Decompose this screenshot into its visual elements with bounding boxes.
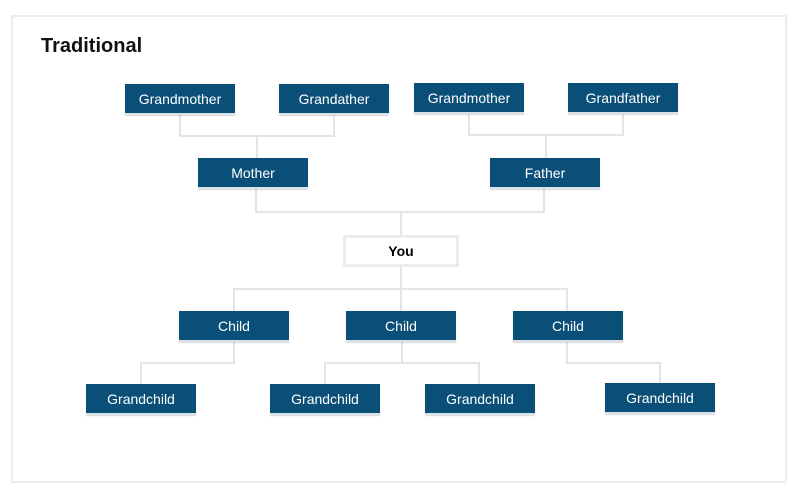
connector-paternal-grandparents [468,113,624,158]
connector-grandchildren-2-3 [324,341,480,384]
node-maternal-grandmother[interactable]: Grandmother [125,84,235,115]
node-grandchild-1[interactable]: Grandchild [86,384,196,415]
node-maternal-grandfather[interactable]: Grandather [279,84,389,115]
connector-grandchild-4 [566,341,661,383]
node-mother[interactable]: Mother [198,158,308,189]
node-child-3[interactable]: Child [513,311,623,342]
connector-grandchild-1 [140,341,235,384]
node-paternal-grandfather[interactable]: Grandfather [568,83,678,114]
connector-parents [255,189,545,235]
node-grandchild-3[interactable]: Grandchild [425,384,535,415]
node-child-1[interactable]: Child [179,311,289,342]
node-grandchild-2[interactable]: Grandchild [270,384,380,415]
node-child-2[interactable]: Child [346,311,456,342]
connector-children [233,266,568,311]
connector-maternal-grandparents [179,114,335,158]
node-grandchild-4[interactable]: Grandchild [605,383,715,414]
node-paternal-grandmother[interactable]: Grandmother [414,83,524,114]
diagram-title: Traditional [41,35,143,57]
node-father[interactable]: Father [490,158,600,189]
node-you[interactable]: You [343,235,459,267]
